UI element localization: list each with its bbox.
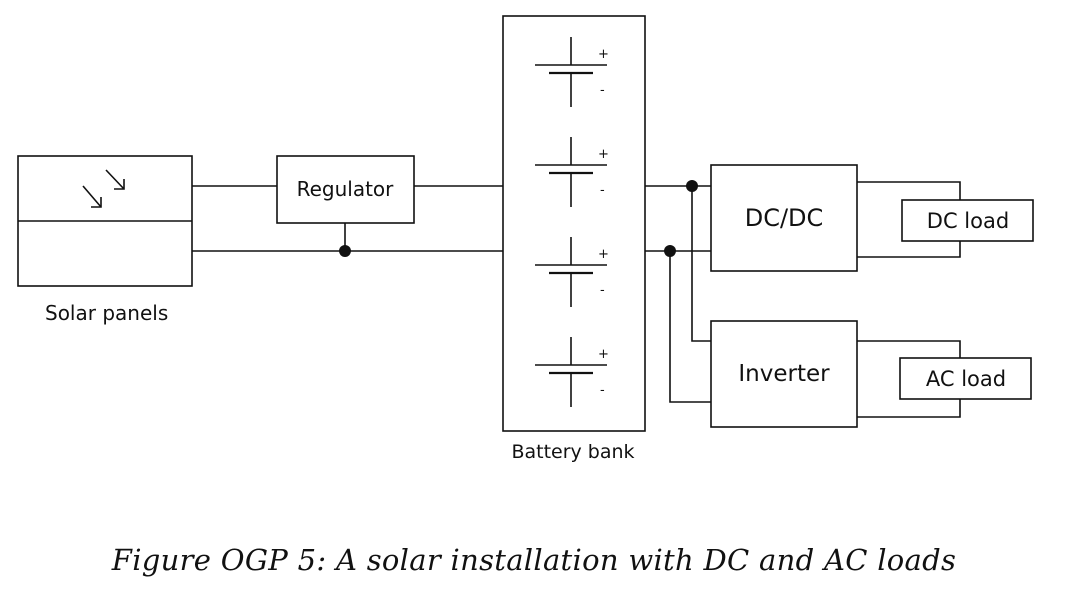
dc-load: DC load <box>901 199 1034 242</box>
ac-load: AC load <box>899 357 1032 400</box>
dcdc-label: DC/DC <box>745 204 824 232</box>
regulator-label: Regulator <box>297 177 395 201</box>
wire-dcdc-to-dc-load-bottom <box>857 241 961 258</box>
battery-cell-icon: +- <box>535 37 609 107</box>
dc-load-label: DC load <box>927 209 1009 233</box>
solar-panels-label: Solar panels <box>45 301 168 325</box>
battery-bank: +-+-+-+- Battery bank <box>502 15 646 463</box>
dcdc-box <box>710 164 858 272</box>
junctions <box>339 180 698 257</box>
battery-positive-sign: + <box>598 47 609 62</box>
inverter-box <box>710 320 858 428</box>
battery-positive-sign: + <box>598 347 609 362</box>
battery-cells: +-+-+-+- <box>535 37 609 407</box>
battery-bank-label: Battery bank <box>511 441 634 463</box>
battery-positive-sign: + <box>598 247 609 262</box>
inverter: Inverter <box>710 320 858 428</box>
junction-dot-regulator <box>339 245 351 257</box>
dc-load-box <box>901 199 1034 242</box>
ac-load-label: AC load <box>926 367 1006 391</box>
battery-bank-box <box>502 15 646 432</box>
regulator-box <box>276 155 415 224</box>
inverter-label: Inverter <box>738 361 830 387</box>
dcdc-converter: DC/DC <box>710 164 858 272</box>
wire-inverter-to-ac-load-bottom <box>857 399 961 418</box>
figure-caption: Figure OGP 5: A solar installation with … <box>111 543 957 577</box>
regulator: Regulator <box>276 155 415 224</box>
battery-negative-sign: - <box>600 183 605 198</box>
sunlight-arrows-icon <box>82 169 125 208</box>
wire-positive-to-inverter <box>691 186 711 342</box>
battery-negative-sign: - <box>600 283 605 298</box>
battery-negative-sign: - <box>600 83 605 98</box>
battery-cell-icon: +- <box>535 337 609 407</box>
junction-dot-negative <box>664 245 676 257</box>
battery-negative-sign: - <box>600 383 605 398</box>
wire-inverter-to-ac-load-top <box>857 340 961 358</box>
junction-dot-positive <box>686 180 698 192</box>
wire-negative-to-inverter <box>669 251 711 403</box>
battery-cell-icon: +- <box>535 137 609 207</box>
battery-positive-sign: + <box>598 147 609 162</box>
wire-dcdc-to-dc-load-top <box>857 181 961 200</box>
ac-load-box <box>899 357 1032 400</box>
solar-panels: Solar panels <box>17 155 193 325</box>
battery-cell-icon: +- <box>535 237 609 307</box>
